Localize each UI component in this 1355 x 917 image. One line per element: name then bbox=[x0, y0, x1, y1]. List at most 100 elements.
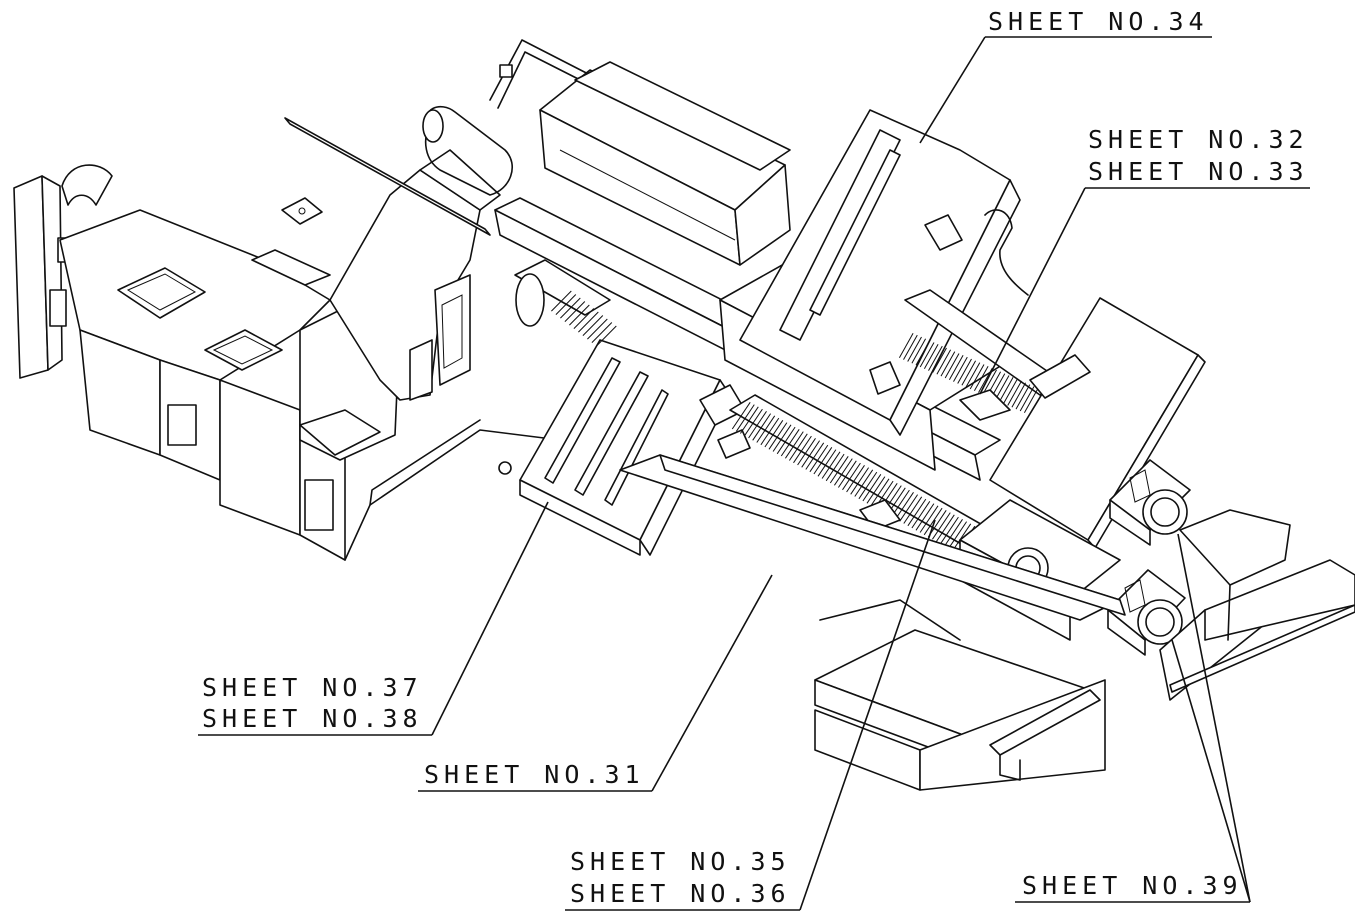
label-sheet-31: SHEET NO.31 bbox=[424, 760, 645, 789]
spindle-thread bbox=[596, 325, 617, 347]
spindle-thread bbox=[555, 294, 577, 315]
upper-screw-thread bbox=[953, 356, 968, 382]
lower-screw-thread bbox=[784, 431, 804, 459]
lower-screw-thread bbox=[797, 438, 816, 466]
upper-screw-thread bbox=[928, 345, 943, 371]
lower-bed-front bbox=[619, 454, 1355, 791]
servo-motors bbox=[1107, 459, 1191, 656]
lower-screw-thread bbox=[821, 451, 841, 479]
upper-screw-thread bbox=[898, 333, 914, 359]
upper-screw-thread bbox=[911, 338, 927, 364]
upper-screw-thread bbox=[907, 336, 922, 362]
spindle-thread bbox=[564, 301, 586, 322]
lower-screw-thread bbox=[935, 514, 955, 542]
upper-saddle bbox=[539, 61, 791, 266]
lower-screw-thread bbox=[739, 406, 759, 434]
lower-screw-thread bbox=[907, 498, 927, 527]
lower-screw-thread bbox=[948, 521, 968, 549]
upper-screw-thread bbox=[1019, 386, 1035, 412]
upper-screw-thread bbox=[944, 353, 960, 379]
upper-ball-screw bbox=[898, 289, 1061, 421]
lower-screw-thread bbox=[813, 447, 833, 475]
upper-screw-thread bbox=[998, 377, 1014, 403]
lower-screw-thread bbox=[842, 462, 861, 491]
upper-screw-thread bbox=[1007, 380, 1022, 406]
label-sheet-39: SHEET NO.39 bbox=[1022, 871, 1243, 900]
lower-screw-thread bbox=[776, 426, 796, 455]
spindle-thread bbox=[569, 304, 590, 326]
upper-screw-thread bbox=[978, 367, 993, 393]
lower-screw-thread bbox=[825, 453, 845, 482]
lower-screw-thread bbox=[854, 469, 874, 497]
rear-frame bbox=[489, 39, 776, 161]
upper-screw-thread bbox=[923, 344, 939, 370]
lower-screw-thread bbox=[756, 415, 776, 443]
lower-screw-thread bbox=[768, 422, 788, 450]
lower-screw-thread bbox=[744, 408, 763, 437]
lower-screw-thread bbox=[895, 492, 914, 520]
upper-screw-thread bbox=[1023, 388, 1039, 414]
upper-screw-thread bbox=[969, 364, 985, 390]
lower-screw-thread bbox=[944, 519, 963, 547]
upper-screw-thread bbox=[915, 340, 931, 366]
spindle-thread bbox=[560, 297, 581, 319]
lower-spindle bbox=[514, 259, 617, 347]
upper-screw-thread bbox=[936, 349, 952, 375]
lower-cross-slide bbox=[519, 339, 751, 556]
lower-screw-thread bbox=[915, 503, 935, 531]
upper-screw-thread bbox=[903, 334, 918, 360]
lower-screw-thread bbox=[801, 440, 821, 468]
lower-screw-thread bbox=[772, 424, 792, 452]
lower-screw-thread bbox=[870, 478, 890, 506]
leader-lines bbox=[198, 36, 1310, 911]
lower-screw-thread bbox=[911, 501, 931, 529]
lower-screw-thread bbox=[780, 429, 800, 457]
lower-screw-thread bbox=[931, 512, 951, 540]
spindle-thread bbox=[551, 290, 572, 312]
lower-screw-thread bbox=[748, 411, 767, 439]
lower-screw-thread bbox=[805, 442, 825, 470]
upper-screw-thread bbox=[932, 347, 947, 373]
spindle-thread bbox=[573, 308, 595, 329]
lower-screw-thread bbox=[952, 523, 972, 551]
upper-screw-thread bbox=[1015, 384, 1031, 410]
upper-screw-thread bbox=[957, 358, 972, 384]
spindle-thread bbox=[591, 322, 613, 343]
lower-screw-thread bbox=[817, 449, 837, 477]
lower-screw-thread bbox=[923, 507, 943, 536]
lower-screw-thread bbox=[899, 494, 919, 522]
lower-screw-thread bbox=[752, 413, 772, 441]
upper-screw-thread bbox=[961, 360, 977, 386]
lower-screw-thread bbox=[731, 402, 751, 430]
lower-screw-thread bbox=[919, 505, 939, 533]
label-sheet-33: SHEET NO.33 bbox=[1088, 157, 1309, 186]
lower-screw-thread bbox=[735, 404, 755, 432]
upper-screw-thread bbox=[919, 342, 935, 368]
spindle-thread bbox=[587, 318, 608, 340]
upper-screw-thread bbox=[973, 366, 989, 392]
label-sheet-32: SHEET NO.32 bbox=[1088, 125, 1309, 154]
upper-screw-thread bbox=[948, 355, 964, 381]
upper-screw-thread bbox=[1011, 382, 1027, 408]
lower-screw-thread bbox=[833, 458, 853, 486]
headstock-support bbox=[251, 106, 514, 401]
lower-screw-thread bbox=[858, 471, 878, 500]
label-sheet-37: SHEET NO.37 bbox=[202, 673, 423, 702]
spindle-thread bbox=[578, 311, 599, 333]
lower-screw-thread bbox=[940, 516, 959, 545]
upper-screw-thread bbox=[982, 369, 997, 395]
label-sheet-36: SHEET NO.36 bbox=[570, 879, 791, 908]
lower-screw-thread bbox=[764, 420, 784, 448]
lower-screw-thread bbox=[903, 496, 923, 524]
lower-screw-thread bbox=[866, 476, 886, 504]
upper-screw-thread bbox=[940, 351, 956, 377]
lower-screw-thread bbox=[846, 465, 865, 493]
upper-screw-thread bbox=[965, 362, 981, 388]
label-sheet-35: SHEET NO.35 bbox=[570, 847, 791, 876]
lower-screw-thread bbox=[760, 417, 780, 446]
lower-screw-thread bbox=[788, 433, 808, 461]
label-sheet-34: SHEET NO.34 bbox=[988, 7, 1209, 36]
upper-screw-thread bbox=[1003, 378, 1018, 404]
lower-screw-thread bbox=[850, 467, 870, 495]
